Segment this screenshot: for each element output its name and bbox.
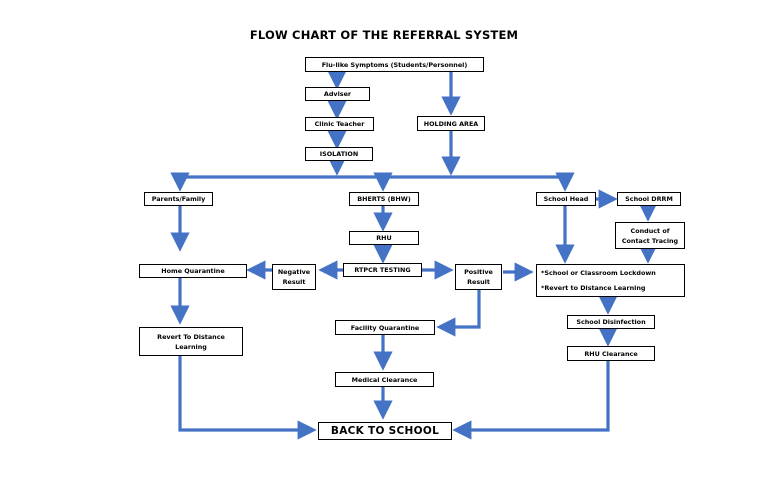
negative-result-line-1: Negative xyxy=(277,268,311,276)
node-facility-quarantine: Facility Quarantine xyxy=(335,320,435,335)
node-negative-result: Negative Result xyxy=(272,264,316,290)
positive-result-line-2: Result xyxy=(467,278,490,286)
node-isolation: ISOLATION xyxy=(305,147,373,161)
node-rtpcr-testing: RTPCR TESTING xyxy=(343,263,422,277)
node-parents-family: Parents/Family xyxy=(144,192,213,206)
lockdown-line-2: *Revert to Distance Learning xyxy=(541,284,646,293)
node-clinic-teacher: Clinic Teacher xyxy=(305,117,374,131)
contact-tracing-line-1: Conduct of xyxy=(630,226,670,235)
revert-distance-line-2: Learning xyxy=(175,342,207,351)
node-lockdown: *School or Classroom Lockdown *Revert to… xyxy=(536,264,685,297)
page-title: FLOW CHART OF THE REFERRAL SYSTEM xyxy=(249,28,519,42)
node-rhu-clearance: RHU Clearance xyxy=(567,346,655,361)
node-rhu: RHU xyxy=(349,231,419,245)
node-positive-result: Positive Result xyxy=(455,264,502,290)
node-back-to-school: BACK TO SCHOOL xyxy=(318,422,452,440)
node-home-quarantine: Home Quarantine xyxy=(139,264,247,278)
node-holding-area: HOLDING AREA xyxy=(417,116,485,131)
positive-result-line-1: Positive xyxy=(464,268,493,276)
node-contact-tracing: Conduct of Contact Tracing xyxy=(615,222,685,249)
node-flu-symptoms: Flu-like Symptoms (Students/Personnel) xyxy=(305,57,484,72)
node-revert-distance: Revert To Distance Learning xyxy=(139,327,243,356)
lockdown-line-1: *School or Classroom Lockdown xyxy=(541,268,656,277)
node-school-disinfection: School Disinfection xyxy=(567,315,655,329)
node-bherts: BHERTS (BHW) xyxy=(349,192,419,206)
contact-tracing-line-2: Contact Tracing xyxy=(621,236,679,245)
node-medical-clearance: Medical Clearance xyxy=(335,372,434,387)
revert-distance-line-1: Revert To Distance xyxy=(157,332,225,341)
node-school-head: School Head xyxy=(536,192,596,206)
node-school-drrm: School DRRM xyxy=(617,192,681,206)
negative-result-line-2: Result xyxy=(282,278,306,286)
node-adviser: Adviser xyxy=(305,87,370,101)
